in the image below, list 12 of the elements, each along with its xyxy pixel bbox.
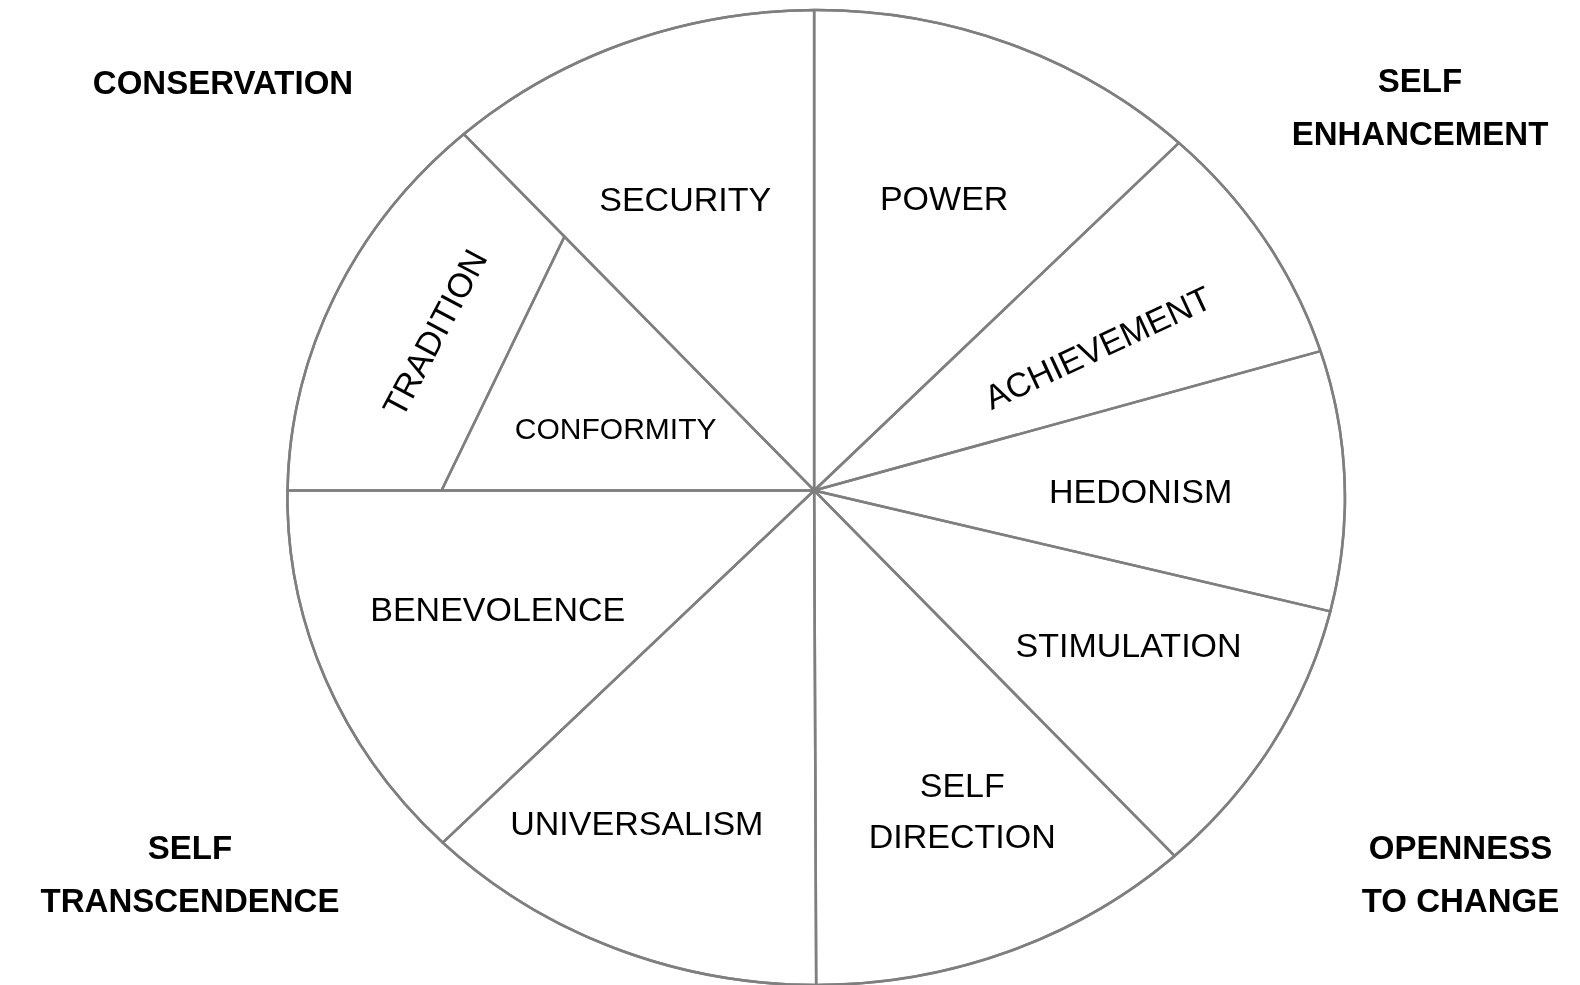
segment-label: SELF DIRECTION [842, 760, 1083, 863]
segment-label: CONFORMITY [485, 405, 746, 451]
segment-label: HEDONISM [1010, 465, 1271, 517]
segment-label: SECURITY [565, 173, 806, 224]
segment-label: POWER [844, 172, 1045, 223]
group-label: SELF ENHANCEMENT [1290, 61, 1550, 154]
group-label: OPENNESS TO CHANGE [1360, 828, 1561, 921]
group-label: CONSERVATION [91, 63, 355, 103]
group-label: SELF TRANSCENDENCE [39, 828, 341, 921]
segment-label: BENEVOLENCE [347, 583, 648, 635]
segment-label: UNIVERSALISM [486, 797, 787, 849]
segment-label: STIMULATION [978, 619, 1279, 671]
